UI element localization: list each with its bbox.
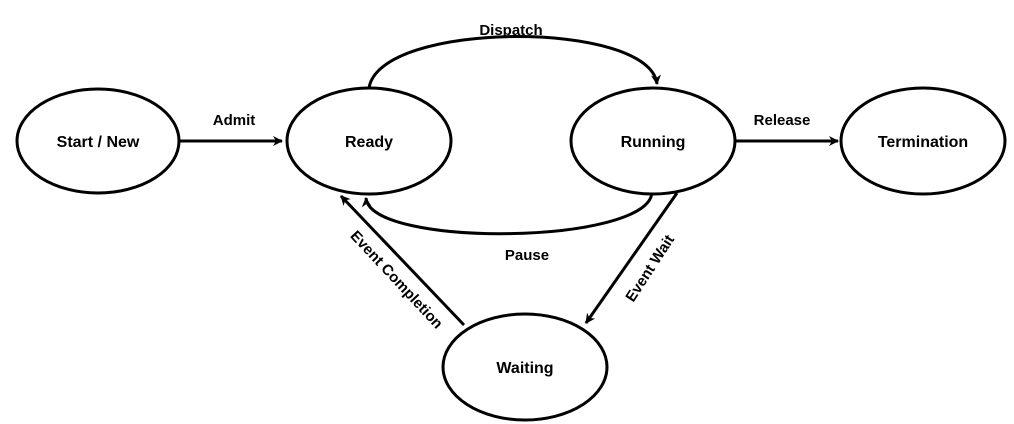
event-completion-arrow <box>339 194 466 327</box>
state-start: Start / New <box>15 87 181 195</box>
dispatch-arrow <box>367 35 661 89</box>
edge-pause: Pause <box>361 191 654 264</box>
event-wait-arrow <box>584 192 679 324</box>
state-waiting-label: Waiting <box>496 360 553 377</box>
event-wait-label: Event Wait <box>622 232 678 305</box>
state-termination: Termination <box>839 86 1007 196</box>
edge-event-completion: Event Completion <box>339 194 466 333</box>
state-running: Running <box>569 86 737 196</box>
state-start-shape <box>15 87 181 195</box>
release-label: Release <box>754 112 811 129</box>
state-waiting: Waiting <box>441 312 609 422</box>
state-termination-shape <box>839 86 1007 196</box>
state-ready: Ready <box>285 86 453 196</box>
state-running-label: Running <box>621 134 686 151</box>
dispatch-label: Dispatch <box>479 22 542 39</box>
event-completion-label: Event Completion <box>347 228 446 333</box>
pause-arrow <box>361 191 654 236</box>
pause-label: Pause <box>505 247 549 264</box>
admit-label: Admit <box>213 112 256 129</box>
state-start-label: Start / New <box>57 134 140 151</box>
edge-admit: Admit <box>180 112 283 146</box>
state-termination-label: Termination <box>878 134 968 151</box>
edge-dispatch: Dispatch <box>367 22 661 89</box>
state-ready-shape <box>285 86 453 196</box>
state-ready-label: Ready <box>345 134 393 151</box>
state-running-shape <box>569 86 737 196</box>
state-waiting-shape <box>441 312 609 422</box>
edge-release: Release <box>736 112 839 146</box>
